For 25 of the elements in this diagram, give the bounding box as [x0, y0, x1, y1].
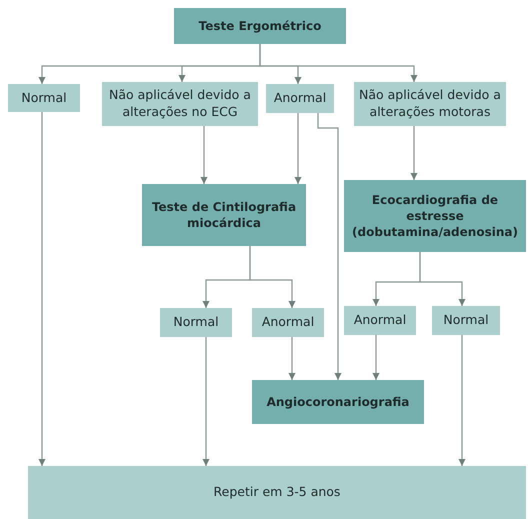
arrow: [202, 337, 210, 466]
arrow: [249, 246, 296, 308]
outcome-box: Normal: [432, 306, 500, 335]
outcome-box: Não aplicável devido a alterações no ECG: [102, 82, 258, 126]
arrow: [288, 337, 296, 380]
outcome-box: Não aplicável devido a alterações motoras: [354, 82, 506, 126]
process-box: Teste Ergométrico: [174, 8, 346, 44]
arrow: [38, 112, 46, 466]
outcome-box: Normal: [160, 308, 232, 337]
arrow: [458, 335, 466, 466]
arrow: [294, 113, 302, 184]
arrow: [410, 126, 418, 180]
outcome-box: Anormal: [266, 84, 334, 113]
process-box: Angiocoronariografia: [252, 380, 424, 424]
arrow: [317, 113, 342, 380]
arrow: [200, 126, 208, 184]
process-box: Ecocardiografia de estresse (dobutamina/adenosina): [344, 180, 526, 252]
arrow: [419, 252, 466, 306]
outcome-box: Anormal: [252, 308, 324, 337]
process-box: Teste de Cintilografia miocárdica: [142, 184, 306, 246]
outcome-box: Repetir em 3-5 anos: [28, 466, 526, 519]
outcome-box: Anormal: [344, 306, 416, 335]
arrow: [259, 44, 418, 82]
outcome-box: Normal: [8, 84, 80, 112]
arrow: [372, 335, 380, 380]
